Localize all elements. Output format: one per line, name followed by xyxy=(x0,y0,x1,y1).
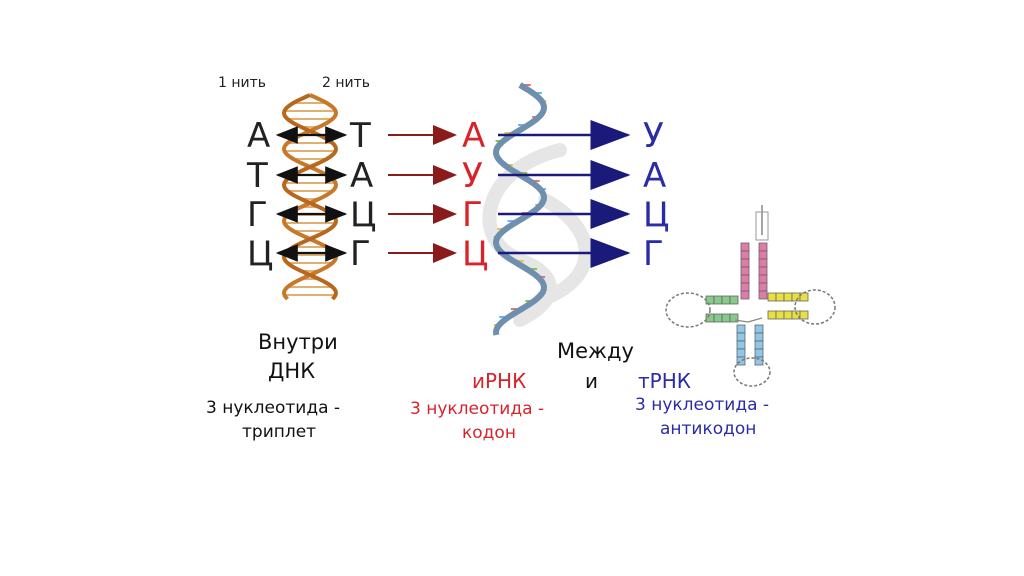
dna-right-letter: А xyxy=(350,156,373,196)
dna-right-letter: Ц xyxy=(350,195,376,235)
trna-label: тРНК xyxy=(638,369,691,393)
trna-letter: Ц xyxy=(643,195,669,235)
dna-desc-line1: 3 нуклеотида - xyxy=(206,398,340,418)
mrna-letter: Г xyxy=(462,195,483,235)
trna-letter: У xyxy=(643,116,664,156)
trna-letter: Г xyxy=(643,234,664,274)
dna-right-letter: Г xyxy=(350,234,371,274)
mrna-letter: А xyxy=(462,116,485,156)
trna-desc-line1: 3 нуклеотида - xyxy=(635,395,769,415)
dna-left-letter: А xyxy=(247,116,270,156)
trna-letter: А xyxy=(643,156,666,196)
strand1-label: 1 нить xyxy=(218,75,266,91)
dna-desc-line2: триплет xyxy=(242,422,316,442)
strand2-label: 2 нить xyxy=(322,75,370,91)
inside-label: Внутри xyxy=(258,330,338,354)
dna-left-letter: Т xyxy=(246,156,268,196)
dna-left-letter: Г xyxy=(247,195,268,235)
mrna-desc-line2: кодон xyxy=(462,423,516,443)
dna-label: ДНК xyxy=(268,359,315,383)
cloverleaf-trna-icon xyxy=(665,205,836,387)
and-label: и xyxy=(585,369,598,393)
dna-left-letter: Ц xyxy=(247,234,273,274)
mrna-desc-line1: 3 нуклеотида - xyxy=(410,399,544,419)
mrna-letter: У xyxy=(462,156,483,196)
between-label: Между xyxy=(557,339,634,363)
dna-right-letter: Т xyxy=(349,116,371,156)
single-helix-icon xyxy=(492,82,548,336)
mrna-letter: Ц xyxy=(462,234,488,274)
double-helix-icon xyxy=(281,93,339,301)
mrna-label: иРНК xyxy=(472,369,526,393)
trna-desc-line2: антикодон xyxy=(660,419,756,439)
